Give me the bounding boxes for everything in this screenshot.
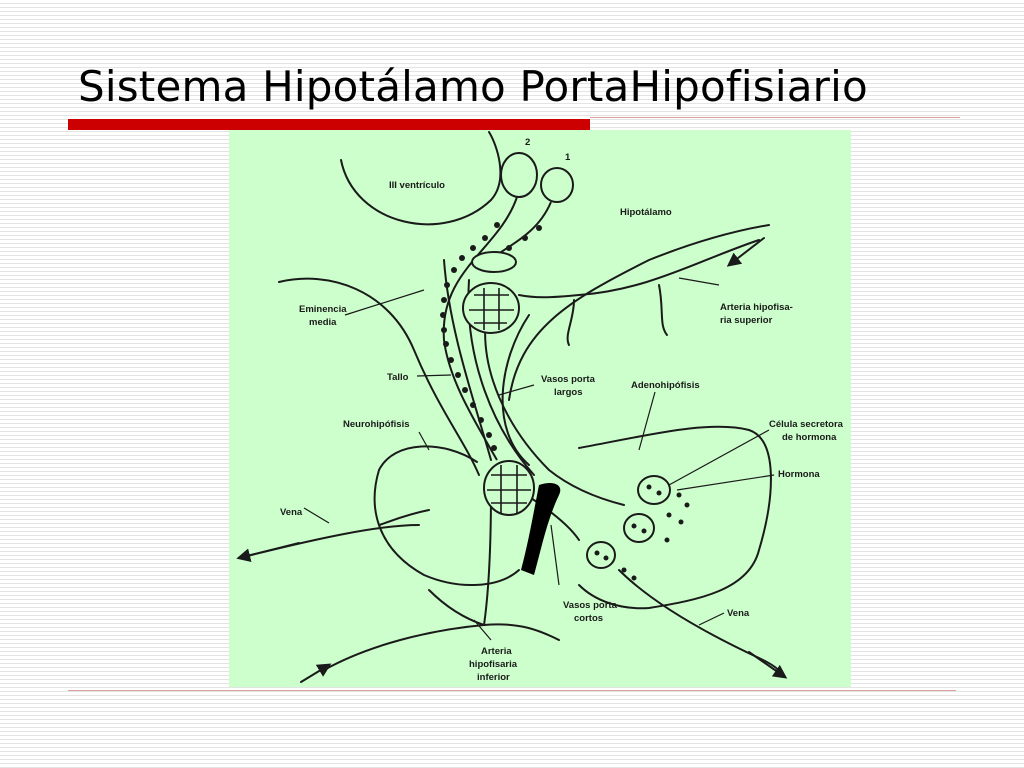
secretory-cell-1 (637, 475, 671, 505)
secondary-capillary-plexus (483, 460, 535, 516)
slide-title: Sistema Hipotálamo PortaHipofisiario (78, 62, 868, 111)
label-secretory-cell-2: de hormona (782, 432, 837, 443)
black-venous-band (521, 483, 561, 575)
superior-artery-branch (658, 284, 668, 336)
adenohypophysis-upper-boundary (508, 224, 770, 401)
secretory-cell-2 (623, 513, 655, 543)
long-portal-vessel (484, 309, 625, 506)
inferior-artery-branch-2 (428, 589, 485, 626)
label-secretory-cell-1: Célula secretora (769, 419, 844, 430)
diagram-background (229, 130, 851, 687)
inferior-artery (323, 623, 560, 671)
arrow-vein-right (748, 651, 788, 679)
pituitary-portal-diagram: 2 1 III ventrículo Hipotálamo Eminencia … (229, 130, 851, 687)
neuron-1-soma (540, 167, 574, 203)
label-median-eminence-2: media (309, 317, 337, 328)
label-vein-right: Vena (727, 608, 750, 619)
label-vein-left: Vena (280, 507, 303, 518)
hypothalamus-boundary (278, 277, 480, 476)
label-hormone: Hormona (778, 469, 820, 480)
superior-artery-branch-2 (566, 299, 575, 346)
label-median-eminence-1: Eminencia (299, 304, 347, 315)
primary-capillary-plexus (462, 282, 520, 334)
neuron-2-soma (500, 152, 538, 198)
vein-left-branch (378, 509, 430, 526)
label-short-portal-1: Vasos porta (563, 600, 618, 611)
label-neuron-2: 2 (525, 137, 530, 148)
neuron-2-axon (442, 196, 518, 461)
label-short-portal-2: cortos (574, 613, 603, 624)
title-accent-bar (68, 119, 590, 130)
label-superior-artery-2: ria superior (720, 315, 773, 326)
median-eminence-endings (471, 251, 517, 273)
arrow-inferior-artery (300, 663, 332, 683)
neurohypophysis-outline (373, 445, 520, 587)
arrow-superior-artery (726, 237, 765, 267)
label-superior-artery-1: Arteria hipofisa- (720, 302, 793, 313)
label-long-portal-2: largos (554, 387, 583, 398)
title-underline-rule (590, 117, 960, 118)
bottom-rule (68, 690, 956, 691)
label-inferior-artery-2: hipofisaria (469, 659, 518, 670)
superior-artery (518, 239, 760, 299)
label-inferior-artery-3: inferior (477, 672, 510, 683)
label-neuron-1: 1 (565, 152, 571, 163)
label-hypothalamus: Hipotálamo (620, 207, 672, 218)
label-stalk: Tallo (387, 372, 409, 383)
adenohypophysis-outline (578, 425, 772, 610)
label-adenohypophysis: Adenohipófisis (631, 380, 700, 391)
label-third-ventricle: III ventrículo (389, 180, 445, 191)
third-ventricle-outline (340, 131, 502, 226)
label-long-portal-1: Vasos porta (541, 374, 596, 385)
label-neurohypophysis: Neurohipófisis (343, 419, 410, 430)
arrow-vein-left (236, 542, 300, 563)
secretory-cell-3 (586, 541, 616, 569)
label-inferior-artery-1: Arteria (481, 646, 512, 657)
